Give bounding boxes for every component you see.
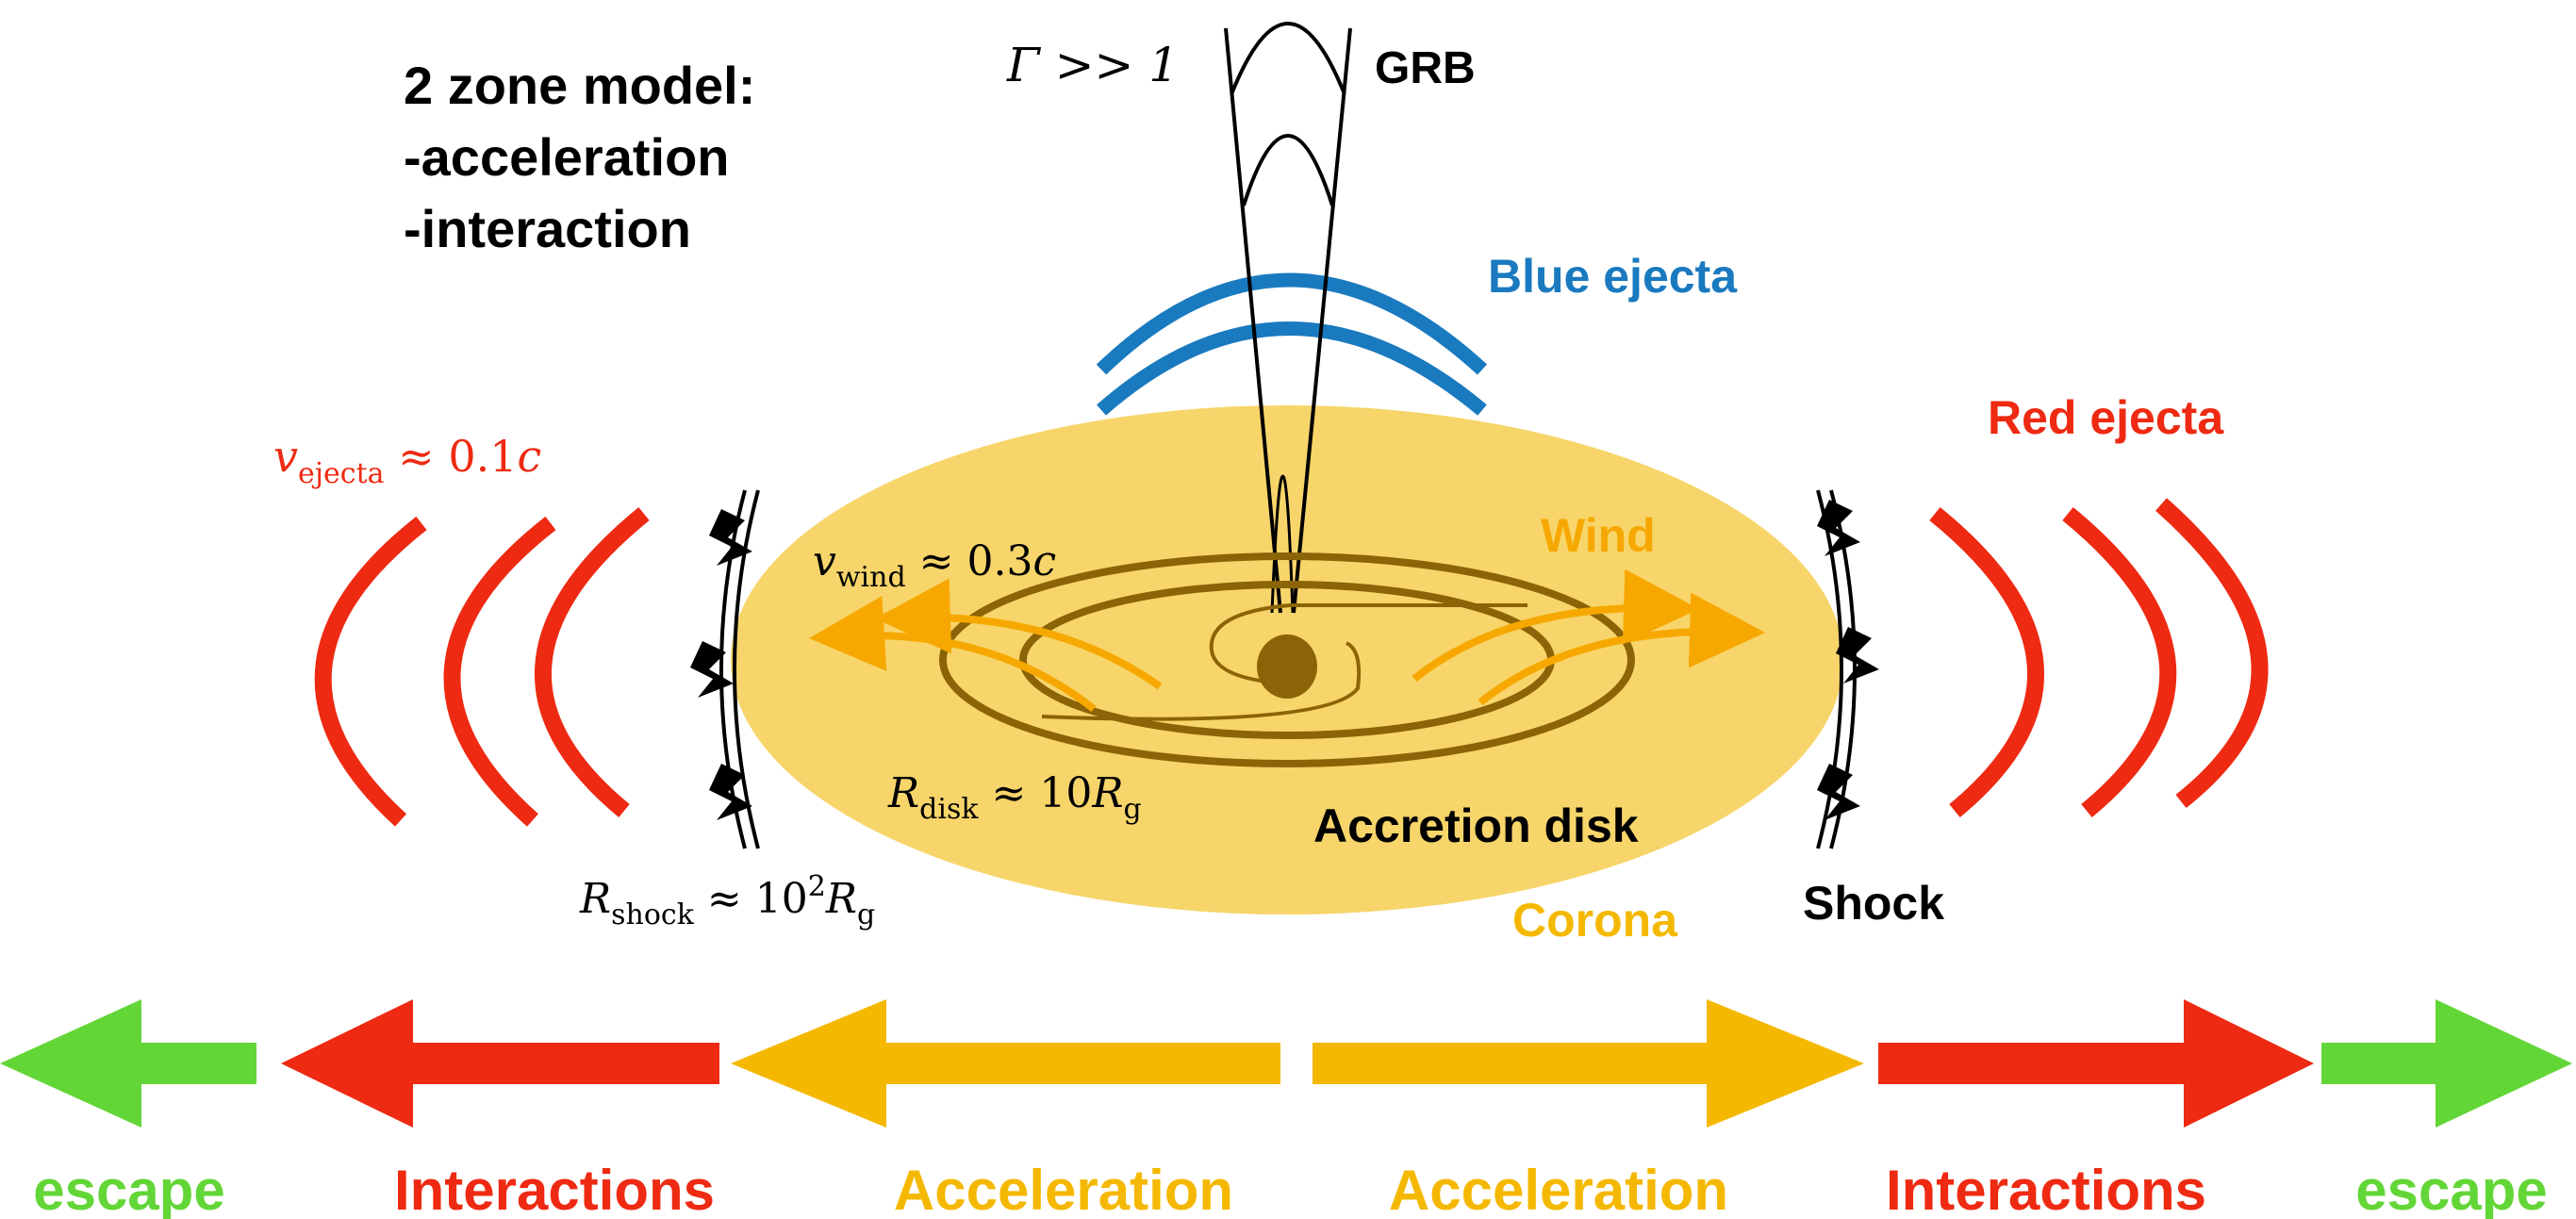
wind-arrow-right-upper <box>1412 568 1699 683</box>
ejecta-velocity-equation: vejecta ≈ 0.1c <box>273 431 541 490</box>
escape-arrow-right <box>2321 999 2572 1128</box>
jet-shell-1 <box>1230 22 1346 95</box>
accretion-disk-label: Accretion disk <box>1313 799 1639 852</box>
zone-label-acceleration-right: Acceleration <box>1389 1159 1728 1219</box>
shock-front-left <box>690 489 760 849</box>
red-ejecta-arc-left-2 <box>443 516 556 827</box>
shock-front-right <box>1816 489 1879 849</box>
zone-label-escape-right: escape <box>2355 1159 2548 1219</box>
disk-radius-equation: Rdisk ≈ 10Rg <box>887 769 1142 826</box>
gamma-label: Γ >> 1 <box>1006 38 1179 92</box>
red-ejecta-arc-right-3 <box>2155 498 2269 809</box>
eq-tail-subscript: g <box>1123 793 1141 826</box>
blue-ejecta-arc-inner <box>1097 321 1487 416</box>
eq-subscript: ejecta <box>298 457 385 490</box>
jet-shell-3 <box>1270 474 1295 614</box>
grb-jet <box>1224 22 1352 614</box>
corona-label: Corona <box>1512 894 1678 947</box>
eq-subscript: wind <box>836 561 906 594</box>
zone-label-interactions-right: Interactions <box>1886 1159 2206 1219</box>
lightning-icon <box>690 641 734 698</box>
eq-subscript: shock <box>611 898 695 931</box>
interactions-arrow-right <box>1878 999 2314 1128</box>
eq-symbol: v <box>813 537 836 585</box>
blue-ejecta-arcs <box>1096 272 1488 416</box>
zone-arrows <box>0 999 2572 1128</box>
shock-label: Shock <box>1803 877 1944 930</box>
red-ejecta-arcs-right <box>1929 498 2269 817</box>
red-ejecta-arcs-left <box>314 507 650 827</box>
zone-labels: escape Interactions Acceleration Acceler… <box>33 1159 2548 1219</box>
red-ejecta-arc-left-3 <box>534 507 650 817</box>
lightning-icon <box>709 509 752 566</box>
lightning-icon <box>1817 500 1860 556</box>
acceleration-arrow-right <box>1313 999 1864 1128</box>
wind-velocity-equation: vwind ≈ 0.3c <box>813 537 1056 594</box>
title-line-1: 2 zone model: <box>404 56 755 115</box>
eq-tail: c <box>1033 537 1057 585</box>
title-line-3: -interaction <box>404 199 691 258</box>
eq-relation: ≈ 10 <box>694 875 808 923</box>
red-ejecta-label: Red ejecta <box>1988 391 2224 444</box>
black-hole <box>1257 634 1317 699</box>
lightning-icon <box>1817 764 1860 820</box>
eq-symbol: v <box>273 431 298 482</box>
acceleration-arrow-left <box>731 999 1280 1128</box>
eq-tail: c <box>518 431 542 482</box>
shock-line-right-a <box>1816 489 1843 849</box>
eq-tail-subscript: g <box>857 898 875 931</box>
blue-ejecta-arc-outer <box>1096 272 1488 375</box>
blue-ejecta-label: Blue ejecta <box>1488 250 1738 303</box>
eq-tail: R <box>825 875 857 923</box>
shock-radius-equation: Rshock ≈ 102Rg <box>579 870 875 931</box>
eq-subscript: disk <box>919 793 979 826</box>
jet-shell-2 <box>1242 134 1334 206</box>
lightning-icon <box>1836 627 1879 684</box>
shock-line-left-b <box>733 489 760 849</box>
eq-relation: ≈ 0.3 <box>906 537 1033 585</box>
jet-left-edge <box>1224 27 1282 614</box>
wind-label: Wind <box>1541 509 1656 562</box>
eq-symbol: R <box>887 769 919 817</box>
eq-relation: ≈ 0.1 <box>385 431 518 482</box>
interactions-arrow-left <box>281 999 719 1128</box>
wind-arrow-left-lower <box>809 596 1097 713</box>
title-line-2: -acceleration <box>404 127 730 187</box>
wind-arrows <box>809 568 1765 713</box>
grb-label: GRB <box>1375 43 1476 93</box>
lightning-icon <box>709 764 752 820</box>
eq-superscript: 2 <box>808 870 826 903</box>
red-ejecta-arc-right-1 <box>1929 507 2045 817</box>
eq-symbol: R <box>579 875 611 923</box>
red-ejecta-arc-left-1 <box>314 516 427 827</box>
eq-relation: ≈ 10 <box>979 769 1093 817</box>
jet-right-edge <box>1292 27 1352 614</box>
eq-tail: R <box>1091 769 1123 817</box>
zone-label-interactions-left: Interactions <box>394 1159 715 1219</box>
disk-ring-outer <box>939 552 1635 767</box>
zone-label-acceleration-left: Acceleration <box>894 1159 1233 1219</box>
model-title: 2 zone model: -acceleration -interaction <box>404 56 755 258</box>
escape-arrow-left <box>0 999 256 1128</box>
wind-arrow-right-lower <box>1478 592 1765 706</box>
wind-arrow-left-upper <box>875 578 1163 690</box>
red-ejecta-arc-right-2 <box>2062 507 2177 817</box>
zone-label-escape-left: escape <box>33 1159 225 1219</box>
